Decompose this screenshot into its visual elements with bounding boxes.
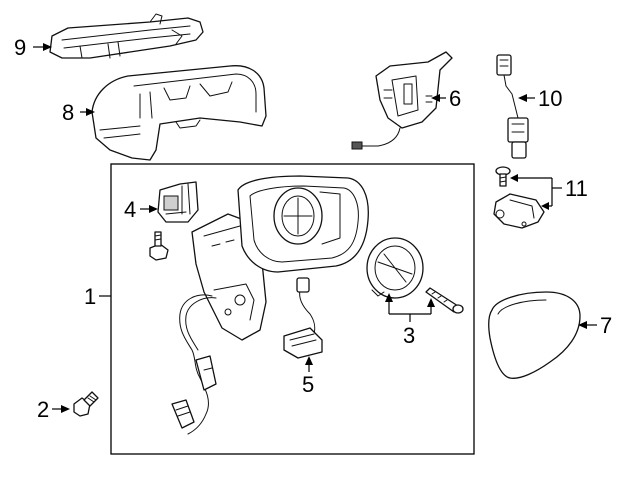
callout-1: 1 bbox=[84, 284, 96, 309]
mirror-bracket bbox=[351, 51, 453, 150]
callout-4: 4 bbox=[124, 197, 136, 222]
callout-9: 9 bbox=[14, 35, 26, 60]
glass-actuator bbox=[366, 237, 424, 299]
callout-5: 5 bbox=[302, 372, 314, 397]
callout-7: 7 bbox=[600, 313, 612, 338]
wire-harness bbox=[496, 54, 529, 159]
assembly-frame bbox=[110, 163, 475, 455]
screw bbox=[425, 287, 464, 314]
mirror-head bbox=[237, 175, 369, 273]
bolt bbox=[73, 391, 99, 417]
turn-signal-lamp bbox=[49, 13, 204, 59]
mounting-bolt bbox=[149, 231, 169, 261]
callout-11: 11 bbox=[565, 176, 588, 201]
harness-cable bbox=[171, 294, 217, 435]
control-module bbox=[283, 277, 323, 359]
callout-2: 2 bbox=[37, 397, 49, 422]
mirror-actuator-motor bbox=[157, 181, 199, 223]
callout-6: 6 bbox=[449, 86, 461, 111]
callout-3: 3 bbox=[403, 323, 415, 348]
callout-8: 8 bbox=[62, 100, 74, 125]
callout-10: 10 bbox=[538, 86, 562, 111]
mirror-glass bbox=[488, 291, 581, 379]
mirror-cover bbox=[91, 65, 267, 161]
bracket-with-screw bbox=[493, 166, 545, 229]
